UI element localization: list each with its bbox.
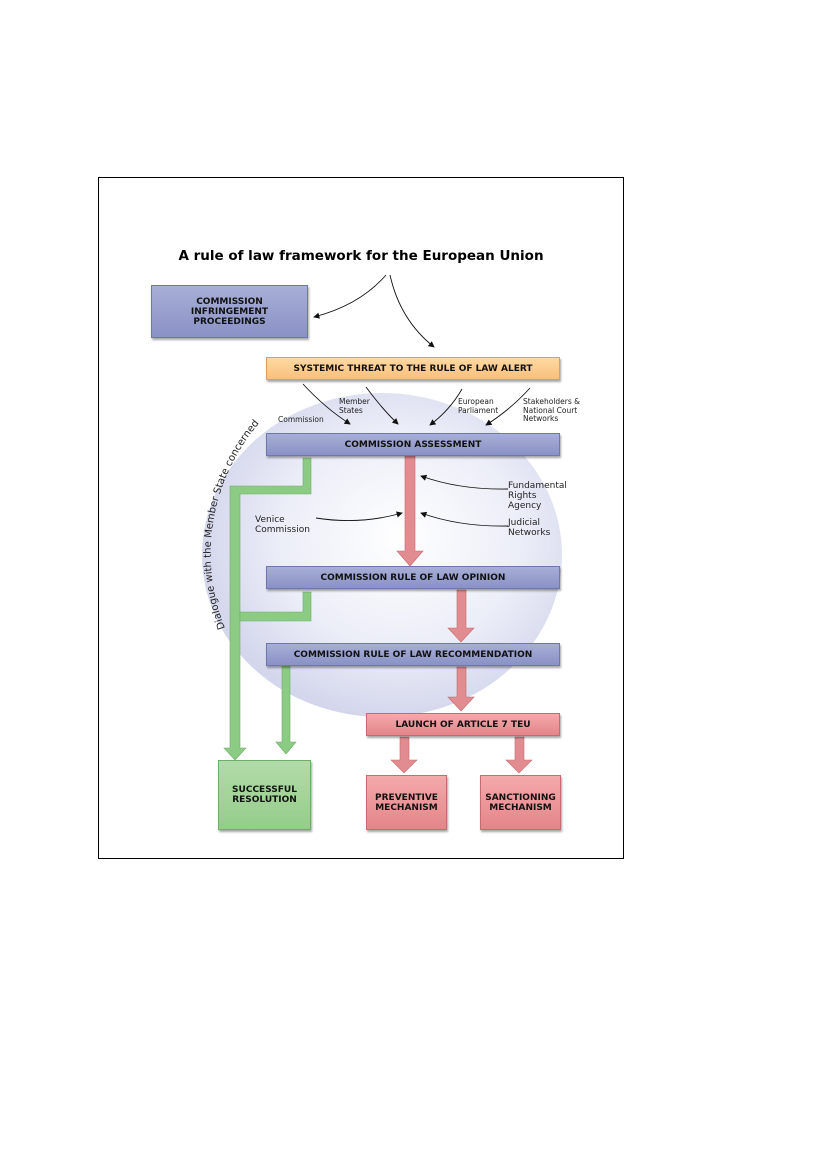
- arrow-member-states: [365, 386, 399, 425]
- label-european-parliament: European Parliament: [458, 397, 499, 415]
- arrow-venice: [315, 511, 403, 522]
- title-arrow-right: [389, 274, 435, 348]
- recommendation-box: COMMISSION RULE OF LAW RECOMMENDATION: [266, 643, 560, 666]
- alert-box: SYSTEMIC THREAT TO THE RULE OF LAW ALERT: [266, 357, 560, 380]
- label-stakeholders: Stakeholders & National Court Networks: [523, 397, 581, 423]
- article7-box: LAUNCH OF ARTICLE 7 TEU: [366, 713, 560, 736]
- arrow-commission: [302, 383, 351, 425]
- successful-resolution-box: SUCCESSFUL RESOLUTION: [218, 760, 311, 830]
- label-fundamental-rights-agency: Fundamental Rights Agency: [508, 481, 567, 511]
- diagram-title: A rule of law framework for the European…: [178, 248, 544, 264]
- arrow-judicial: [420, 511, 509, 527]
- label-venice-commission: Venice Commission: [255, 515, 310, 535]
- label-judicial-networks: Judicial Networks: [508, 518, 551, 538]
- arrow-european-parliament: [429, 388, 463, 426]
- label-member-states: Member States: [339, 397, 370, 415]
- background-ellipse: [202, 393, 562, 717]
- title-arrow-left: [313, 274, 387, 319]
- infringement-proceedings-box: COMMISSION INFRINGEMENT PROCEEDINGS: [151, 285, 308, 338]
- escalation-arrows: [390, 455, 533, 774]
- dialogue-flow: [223, 457, 312, 761]
- arrow-stakeholders: [485, 387, 531, 426]
- label-commission: Commission: [278, 415, 324, 424]
- opinion-box: COMMISSION RULE OF LAW OPINION: [266, 566, 560, 589]
- arrow-fra: [420, 474, 509, 490]
- preventive-mechanism-box: PREVENTIVE MECHANISM: [366, 775, 447, 830]
- sanctioning-mechanism-box: SANCTIONING MECHANISM: [480, 775, 561, 830]
- diagram-frame: [98, 177, 624, 859]
- assessment-box: COMMISSION ASSESSMENT: [266, 433, 560, 456]
